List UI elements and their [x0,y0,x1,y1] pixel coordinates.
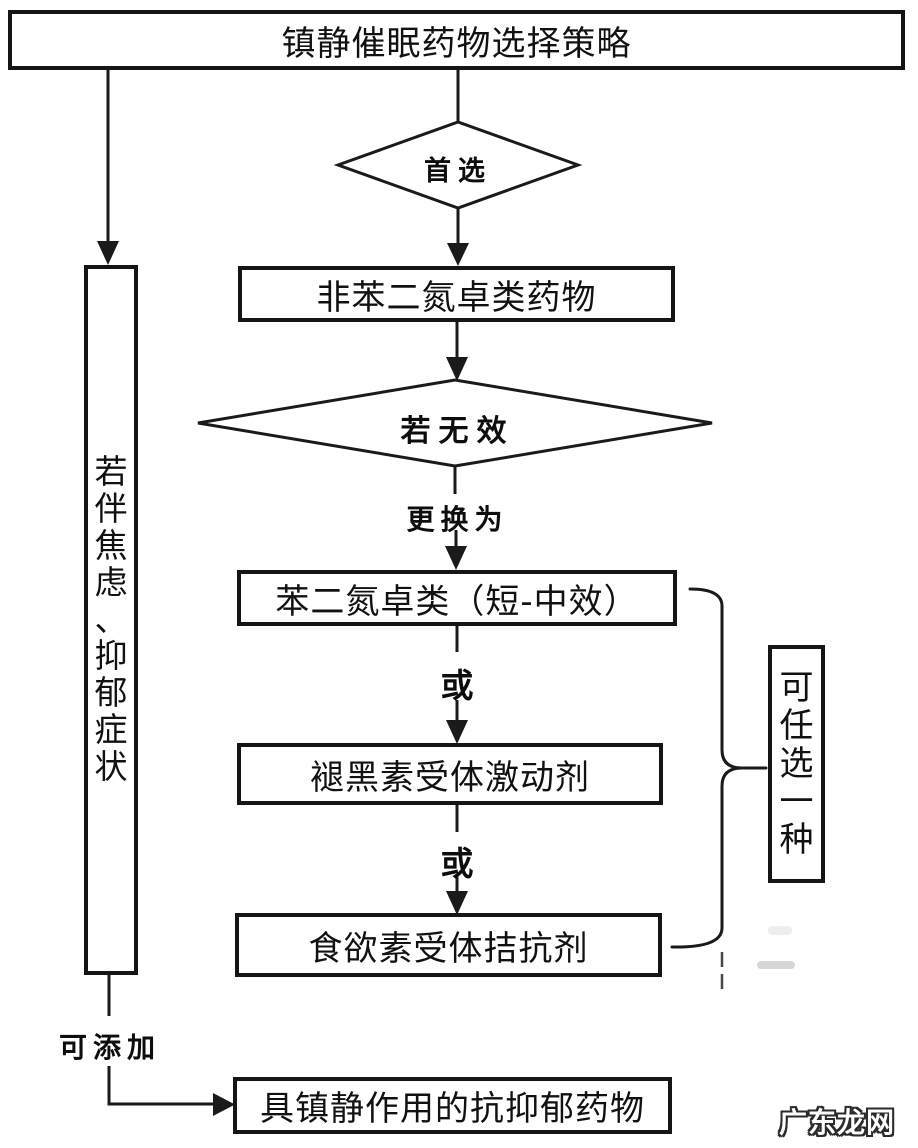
benzodiazepine-text: 苯二氮卓类（短-中效） [275,581,639,622]
arrowhead-into-melatonin [446,720,468,744]
watermark-remnant-artifact-2 [768,926,792,935]
brace-pick-any-one [670,587,768,949]
may-add-label: 可添加 [58,1031,161,1064]
switch-to-label: 更换为 [406,503,509,536]
pick-any-one-box: 可任选一种 [768,645,825,883]
arrowhead-into-side-condition [97,241,119,265]
side-condition-box: 若伴焦虑、抑郁症状 [84,265,138,975]
side-condition-text: 若伴焦虑、抑郁症状 [94,451,128,787]
title-text: 镇静催眠药物选择策略 [281,23,632,64]
title-box: 镇静催眠药物选择策略 [8,10,905,70]
or-label-1: 或 [440,666,474,705]
decision-first-choice-diamond [333,120,583,210]
non-benzodiazepine-text: 非苯二氮卓类药物 [316,277,597,318]
watermark-remnant-artifact [757,961,795,969]
decision-first-choice-label: 首选 [424,156,492,187]
arrowhead-into-orexin [446,891,468,915]
or-label-2: 或 [440,844,474,883]
arrowhead-into-bzd [445,546,467,570]
arrowhead-into-antidepressant [213,1093,235,1116]
watermark-text: 广东龙网 [779,1106,896,1139]
sedative-antidepressant-text: 具镇静作用的抗抑郁药物 [260,1089,645,1129]
melatonin-agonist-text: 褪黑素受体激动剂 [310,757,590,798]
sedative-antidepressant-box: 具镇静作用的抗抑郁药物 [233,1077,672,1134]
orexin-antagonist-text: 食欲素受体拮抗剂 [308,928,589,969]
decision-if-ineffective-diamond [197,378,713,468]
pick-any-one-text: 可任选一种 [779,667,814,861]
decision-if-ineffective-label: 若无效 [400,414,515,449]
benzodiazepine-box: 苯二氮卓类（短-中效） [237,570,677,626]
melatonin-agonist-box: 褪黑素受体激动剂 [237,743,663,805]
connector-may-add-to-antidepressant [107,1066,215,1106]
arrowhead-into-non-bzd [447,243,469,266]
arrowhead-into-ineffective-diamond [446,357,468,381]
orexin-antagonist-box: 食欲素受体拮抗剂 [235,913,662,977]
non-benzodiazepine-box: 非苯二氮卓类药物 [238,266,675,322]
